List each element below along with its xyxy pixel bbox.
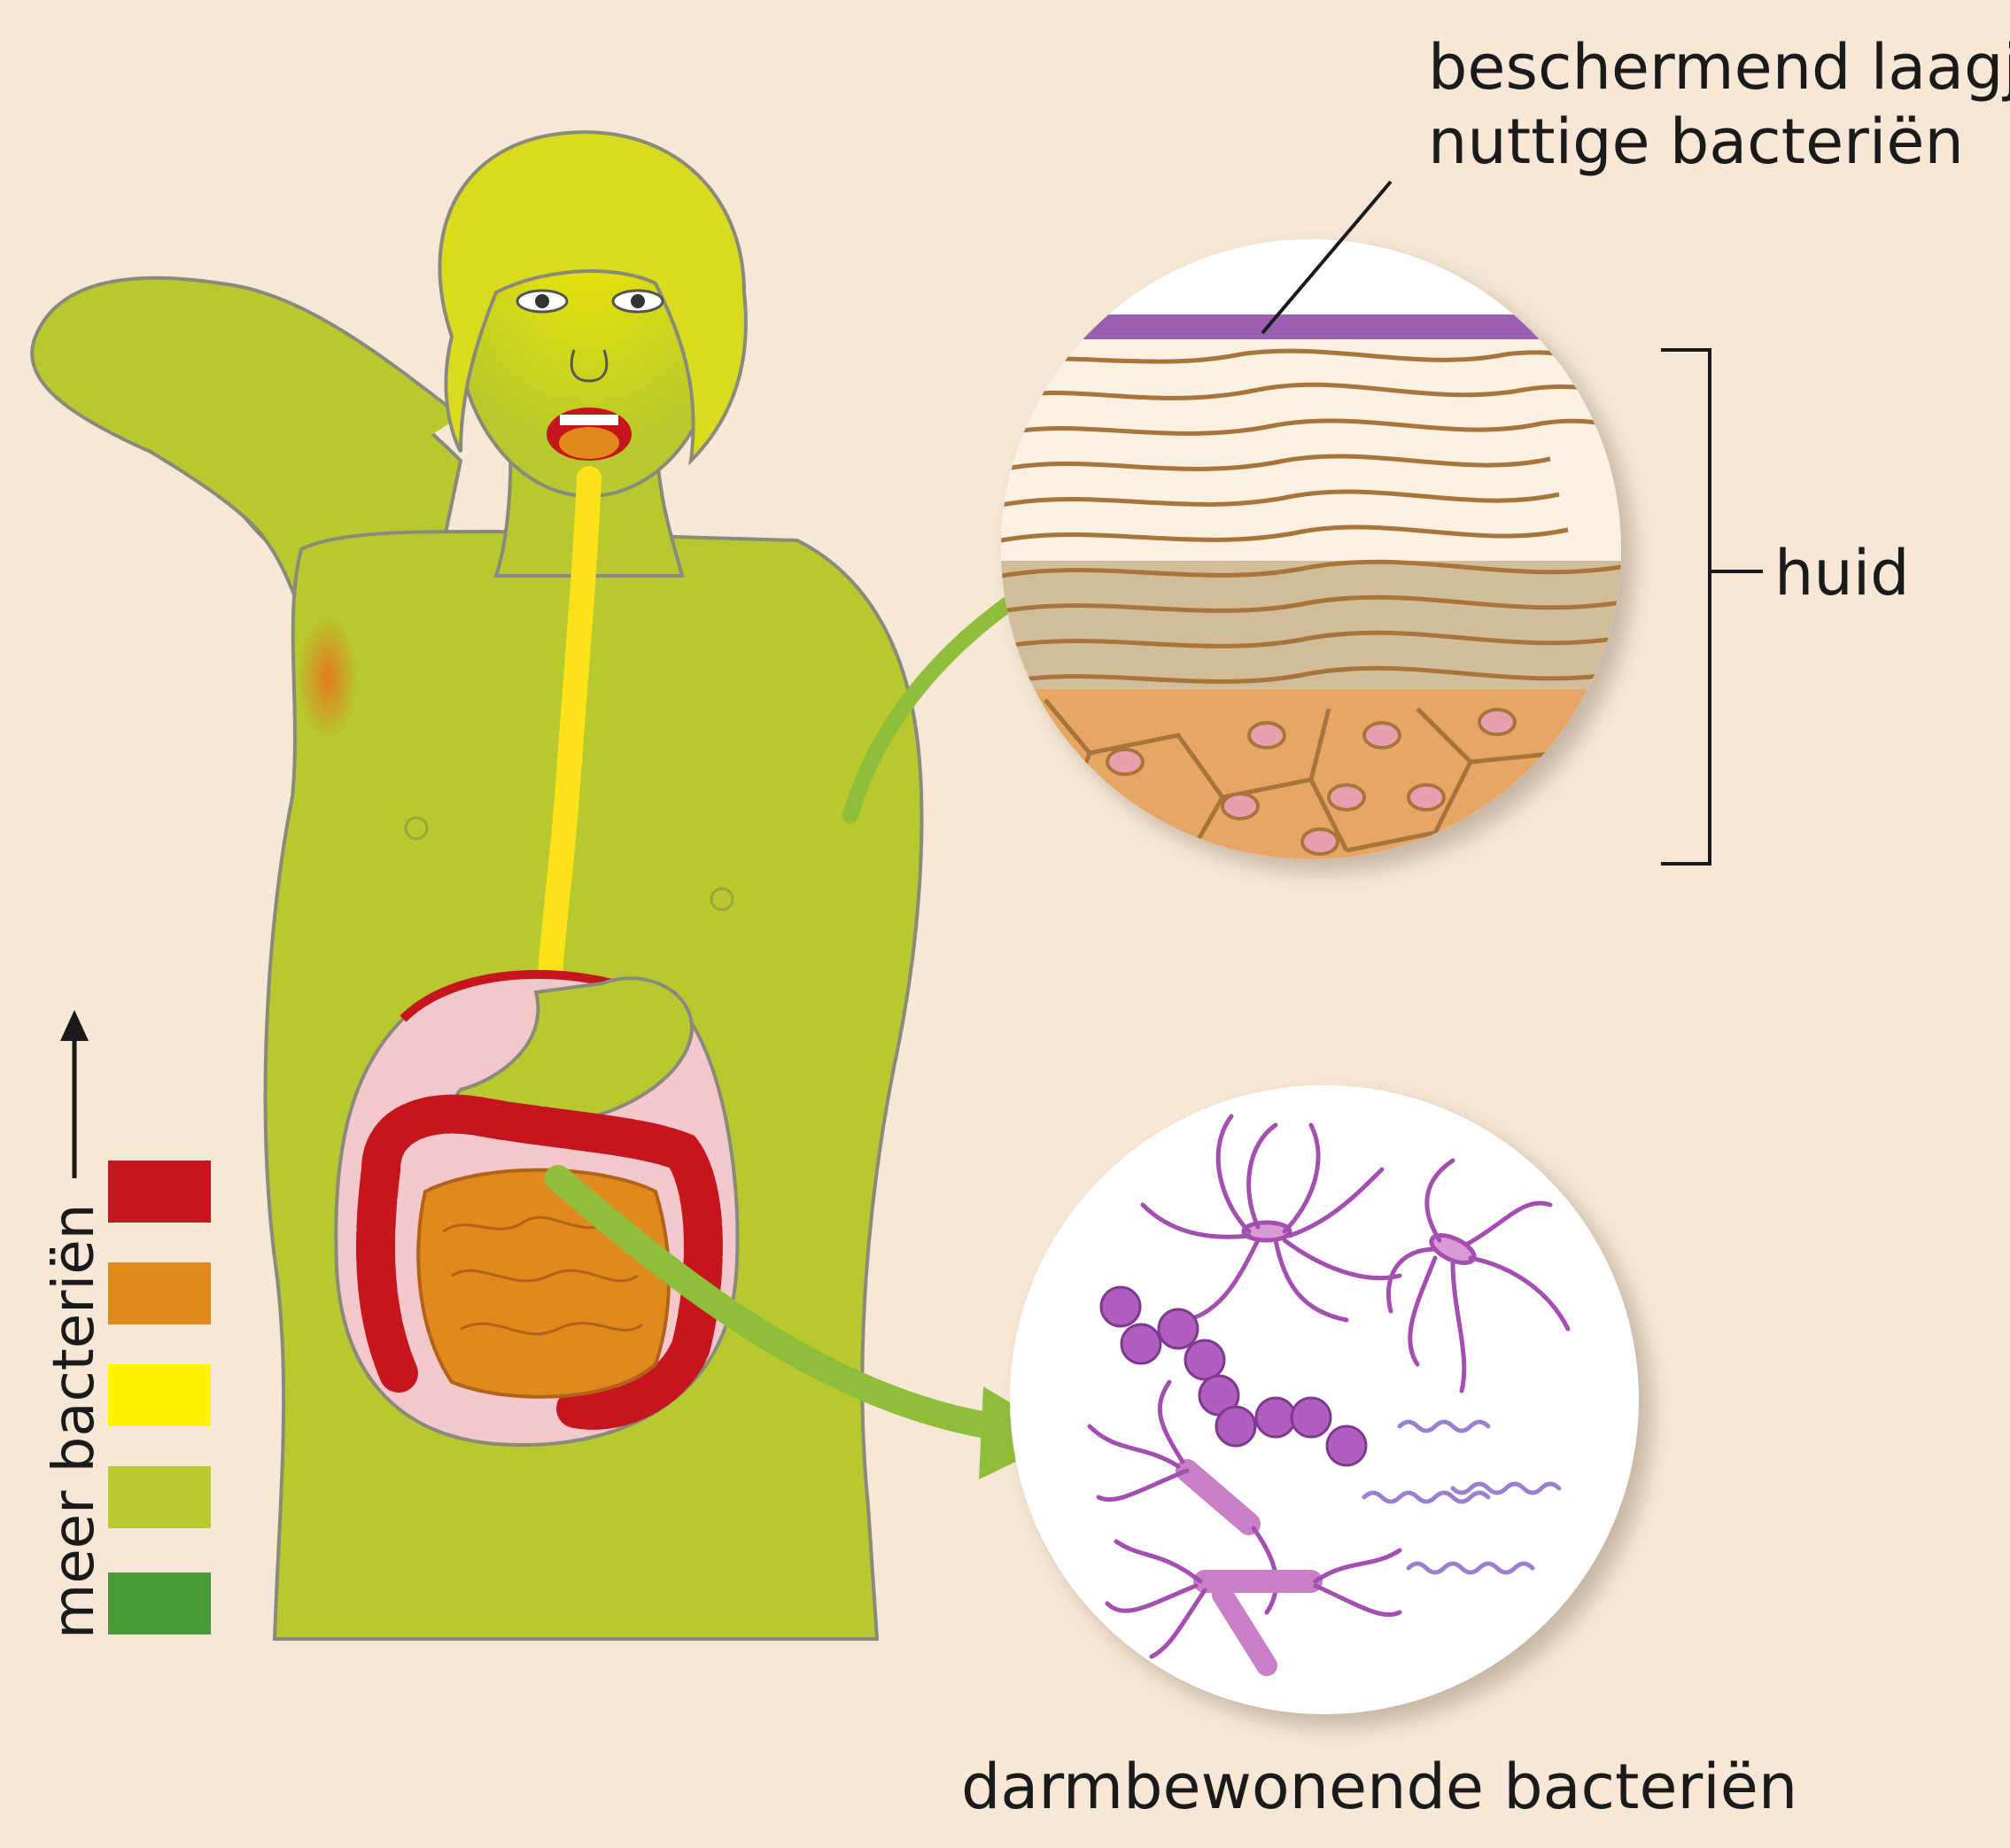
legend-swatch-green — [108, 1572, 211, 1634]
legend-axis-label: meer bacteriën — [46, 1204, 103, 1639]
skin-label: huid — [1774, 536, 1910, 610]
legend-arrow-icon — [60, 1010, 89, 1041]
legend-swatch-lightgreen — [108, 1466, 211, 1528]
protective-layer-label-line1: beschermend laagje — [1428, 30, 2010, 105]
armpit-zone — [298, 616, 358, 740]
small-intestine — [418, 1170, 669, 1397]
legend-swatch-red — [108, 1161, 211, 1223]
protective-layer-label-line2: nuttige bacteriën — [1428, 105, 2010, 179]
legend-swatch-orange — [108, 1262, 211, 1324]
gut-bacteria-circle — [1010, 1085, 1639, 1714]
gut-bacteria-label: darmbewonende bacteriën — [961, 1750, 1797, 1824]
skin-bracket — [1661, 350, 1763, 864]
skin-layers — [1001, 314, 1621, 868]
legend-swatch-yellow — [108, 1364, 211, 1426]
protective-layer-label: beschermend laagje nuttige bacteriën — [1428, 30, 2010, 179]
